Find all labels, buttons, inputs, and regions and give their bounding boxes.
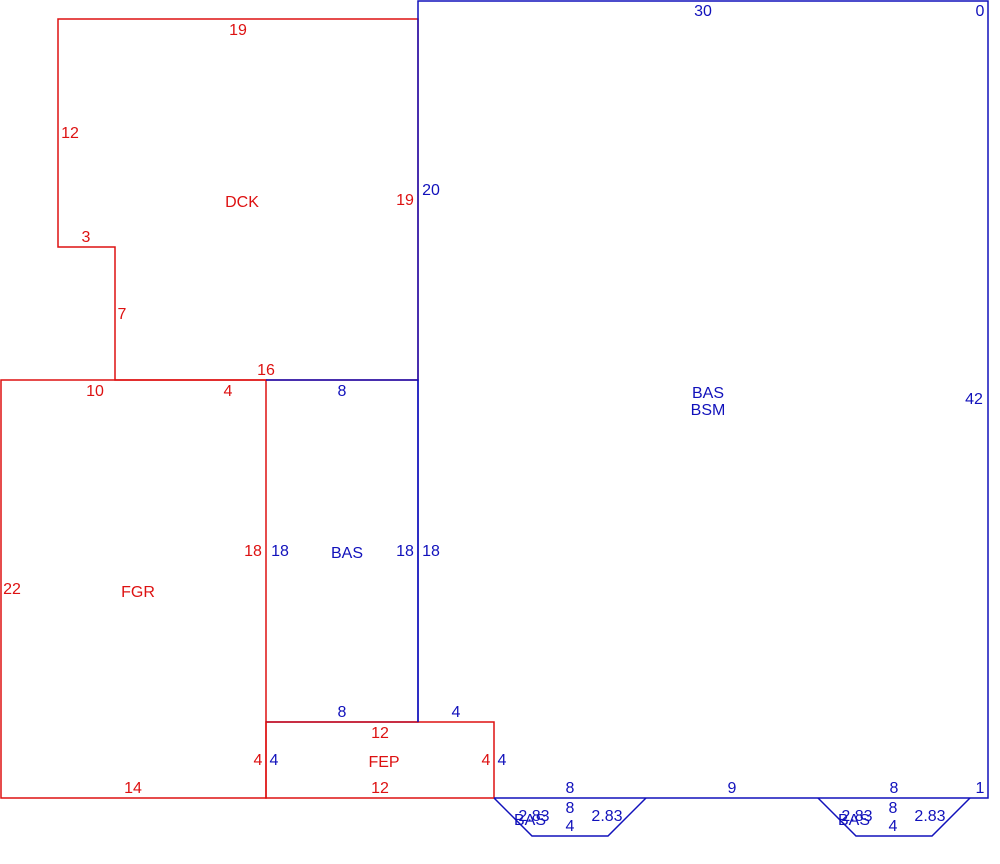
- dck-area-label: DCK: [225, 194, 259, 211]
- bay1-diagonal-right-dimension: 2.83: [591, 808, 622, 825]
- bas-main-left-lower-dimension: 18: [422, 543, 440, 560]
- bas-main-notch-side-dimension: 4: [498, 752, 507, 769]
- fep-bottom-dimension: 12: [371, 780, 389, 797]
- bas-main-bottom-end-dimension: 1: [976, 780, 985, 797]
- bay1-outline: [493, 797, 647, 837]
- bas-main-notch-top-dimension: 4: [452, 704, 461, 721]
- dck-step-horizontal-dimension: 3: [82, 229, 91, 246]
- bas-small-area-label: BAS: [331, 545, 363, 562]
- bay1-area-label: BAS: [514, 812, 546, 829]
- dck-step-vertical-dimension: 7: [118, 306, 127, 323]
- bas-small-left-dimension: 18: [271, 543, 289, 560]
- bas-main-subarea-label: BSM: [691, 402, 726, 419]
- dck-right-dimension: 19: [396, 192, 414, 209]
- fgr-area-label: FGR: [121, 584, 155, 601]
- dck-top-dimension: 19: [229, 22, 247, 39]
- dck-left-dimension: 12: [61, 125, 79, 142]
- bas-main-bottom-dimension-b: 8: [890, 780, 899, 797]
- bas-main-bottom-mid-dimension: 9: [728, 780, 737, 797]
- fgr-right-dimension: 18: [244, 543, 262, 560]
- bay2-area-label: BAS: [838, 812, 870, 829]
- fgr-top-dimension-b: 4: [224, 383, 233, 400]
- bay1-bottom-dimension: 4: [566, 818, 575, 835]
- bas-main-bottom-dimension-a: 8: [566, 780, 575, 797]
- bay1-depth-dimension: 8: [566, 800, 575, 817]
- fep-area-label: FEP: [368, 754, 399, 771]
- fgr-top-dimension-a: 10: [86, 383, 104, 400]
- fgr-right-lower-dimension: 4: [254, 752, 263, 769]
- bas-small-right-dimension: 18: [396, 543, 414, 560]
- bas-small-top-dimension: 8: [338, 383, 347, 400]
- fep-right-dimension: 4: [482, 752, 491, 769]
- fgr-left-dimension: 22: [3, 581, 21, 598]
- dck-bottom-dimension: 16: [257, 362, 275, 379]
- bay1-diagonal-left-dimension: 2.83: [518, 808, 549, 825]
- bay2-diagonal-left-dimension: 2.83: [841, 808, 872, 825]
- bay2-diagonal-right-dimension: 2.83: [914, 808, 945, 825]
- bas-main-left-dimension: 20: [422, 182, 440, 199]
- bas-main-corner-dimension: 0: [976, 3, 985, 20]
- bas-main-top-dimension: 30: [694, 3, 712, 20]
- bas-main-outline: [417, 0, 989, 799]
- fep-top-dimension: 12: [371, 725, 389, 742]
- fep-left-dimension: 4: [270, 752, 279, 769]
- bay2-bottom-dimension: 4: [889, 818, 898, 835]
- bas-main-right-dimension: 42: [965, 391, 983, 408]
- fgr-bottom-dimension: 14: [124, 780, 142, 797]
- bas-small-bottom-dimension: 8: [338, 704, 347, 721]
- bay2-depth-dimension: 8: [889, 800, 898, 817]
- bay2-outline: [817, 797, 971, 837]
- bas-main-area-label: BAS: [692, 385, 724, 402]
